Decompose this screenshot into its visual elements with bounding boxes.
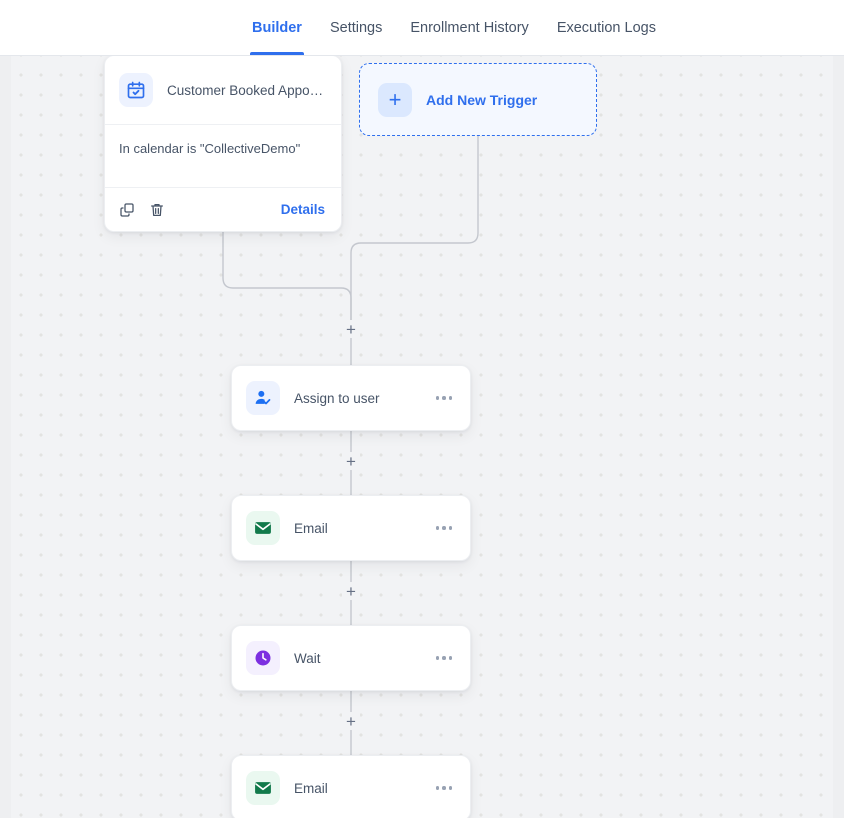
add-new-trigger-button[interactable]: + Add New Trigger [359, 63, 597, 136]
plus-icon: + [346, 319, 356, 339]
insert-step-button-2[interactable]: + [342, 452, 360, 470]
details-link[interactable]: Details [280, 202, 325, 217]
more-options-icon[interactable] [434, 388, 455, 408]
trigger-header: Customer Booked Appointme... [105, 56, 341, 124]
canvas-right-edge [833, 56, 844, 818]
envelope-icon [246, 771, 280, 805]
envelope-icon [246, 511, 280, 545]
trigger-condition: In calendar is "CollectiveDemo" [119, 141, 301, 156]
step-row: Email [232, 496, 470, 560]
clock-icon [246, 641, 280, 675]
add-new-trigger-label: Add New Trigger [426, 91, 538, 108]
step-card-email-2[interactable]: Email [231, 755, 471, 818]
plus-icon: + [346, 581, 356, 601]
step-row: Assign to user [232, 366, 470, 430]
tab-execution-logs-label: Execution Logs [556, 19, 656, 36]
tab-list: Builder Settings Enrollment History Exec… [238, 0, 670, 55]
more-options-icon[interactable] [434, 518, 455, 538]
tab-enrollment-history[interactable]: Enrollment History [396, 0, 542, 55]
user-check-icon [246, 381, 280, 415]
insert-step-button-1[interactable]: + [342, 320, 360, 338]
insert-step-button-3[interactable]: + [342, 582, 360, 600]
trash-icon[interactable] [149, 202, 165, 218]
tab-builder-label: Builder [252, 19, 302, 36]
step-row: Email [232, 756, 470, 818]
duplicate-icon[interactable] [119, 202, 135, 218]
insert-step-button-4[interactable]: + [342, 712, 360, 730]
tab-enrollment-history-label: Enrollment History [410, 19, 529, 36]
step-label: Email [294, 780, 328, 796]
divider [105, 124, 341, 125]
calendar-check-icon [119, 73, 153, 107]
more-options-icon[interactable] [434, 648, 455, 668]
plus-icon: + [346, 451, 356, 471]
trigger-title: Customer Booked Appointme... [167, 82, 325, 98]
tab-settings-label: Settings [329, 19, 383, 36]
canvas-left-edge [0, 56, 11, 818]
tab-settings[interactable]: Settings [316, 0, 396, 55]
tab-builder[interactable]: Builder [238, 0, 316, 55]
step-label: Assign to user [294, 390, 380, 406]
tab-execution-logs[interactable]: Execution Logs [543, 0, 670, 55]
trigger-footer: Details [105, 187, 341, 231]
step-card-email-1[interactable]: Email [231, 495, 471, 561]
step-row: Wait [232, 626, 470, 690]
more-options-icon[interactable] [434, 778, 455, 798]
top-tab-bar: Builder Settings Enrollment History Exec… [0, 0, 844, 56]
plus-icon: + [346, 711, 356, 731]
step-card-assign-to-user[interactable]: Assign to user [231, 365, 471, 431]
trigger-card[interactable]: Customer Booked Appointme... In calendar… [104, 56, 342, 232]
step-label: Email [294, 520, 328, 536]
workflow-canvas[interactable]: + + + + Customer Booked Appointme... In … [0, 56, 844, 818]
plus-icon: + [378, 82, 412, 117]
step-label: Wait [294, 650, 321, 666]
step-card-wait[interactable]: Wait [231, 625, 471, 691]
